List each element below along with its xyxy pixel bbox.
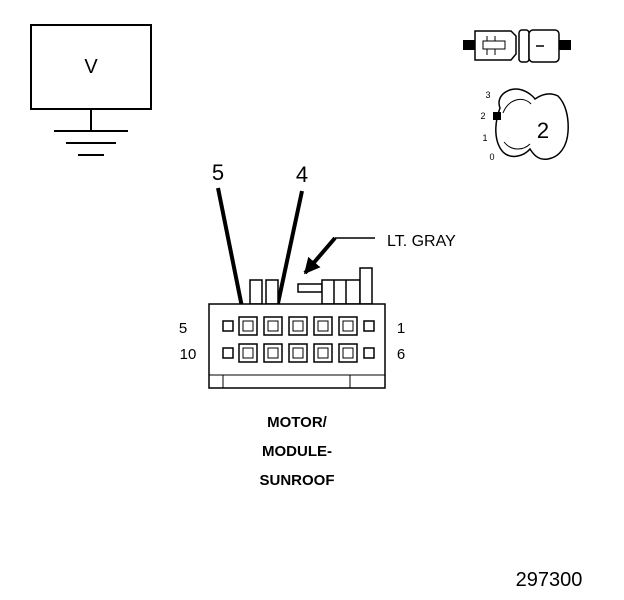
connector-terminal bbox=[292, 347, 304, 359]
voltmeter: V bbox=[30, 24, 152, 156]
connector-end-cavity bbox=[222, 347, 234, 359]
pin-label-top-right: 1 bbox=[397, 320, 405, 337]
connector-terminal bbox=[342, 320, 354, 332]
connector-cavities bbox=[222, 316, 375, 363]
lead-label-5: 5 bbox=[212, 160, 224, 185]
switch-mark-1: 1 bbox=[482, 133, 487, 143]
connector-terminal bbox=[317, 347, 329, 359]
lead-arrow-5 bbox=[216, 187, 250, 324]
selector-switch-icon: 3 2 1 0 2 bbox=[480, 88, 569, 162]
wire-color-callout: LT. GRAY bbox=[303, 233, 456, 275]
connector-terminal bbox=[267, 347, 279, 359]
connector-terminal bbox=[267, 320, 279, 332]
connector-name-line-3: SUNROOF bbox=[260, 472, 335, 489]
figure-number: 297300 bbox=[516, 569, 583, 591]
switch-mark-3: 3 bbox=[485, 90, 490, 100]
switch-mark-0: 0 bbox=[489, 152, 494, 162]
wire-color-label: LT. GRAY bbox=[387, 233, 456, 250]
switch-selected-number: 2 bbox=[537, 118, 549, 143]
connector-end-cavity bbox=[363, 347, 375, 359]
connector-name-line-1: MOTOR/ bbox=[267, 414, 328, 431]
test-probe-icon bbox=[463, 29, 571, 63]
lead-label-4: 4 bbox=[296, 162, 308, 187]
connector-terminal bbox=[342, 347, 354, 359]
connector-end-cavity bbox=[363, 320, 375, 332]
connector: 5 1 10 6 bbox=[179, 267, 405, 389]
connector-end-cavity bbox=[222, 320, 234, 332]
pin-label-top-left: 5 bbox=[179, 320, 187, 337]
pin-label-bottom-left: 10 bbox=[180, 346, 197, 363]
pin-label-bottom-right: 6 bbox=[397, 346, 405, 363]
voltmeter-symbol: V bbox=[84, 56, 98, 78]
connector-terminal bbox=[292, 320, 304, 332]
connector-terminal bbox=[242, 347, 254, 359]
connector-name: MOTOR/ MODULE- SUNROOF bbox=[260, 414, 335, 489]
ground-symbol bbox=[54, 109, 128, 156]
connector-name-line-2: MODULE- bbox=[262, 443, 332, 460]
connector-terminal bbox=[242, 320, 254, 332]
switch-mark-2: 2 bbox=[480, 111, 485, 121]
connector-terminal bbox=[317, 320, 329, 332]
